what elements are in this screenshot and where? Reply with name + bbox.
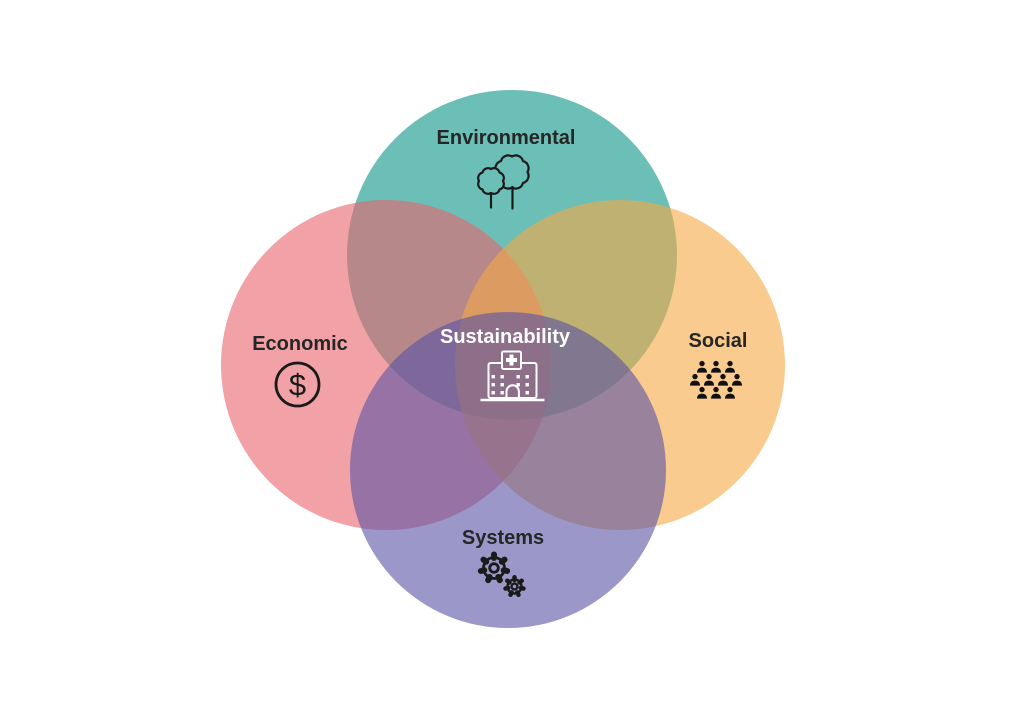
trees-icon xyxy=(477,154,530,210)
sustainability-label: Sustainability xyxy=(440,326,571,348)
dollar-coin-icon: $ xyxy=(274,361,321,408)
hospital-door xyxy=(505,384,520,398)
venn-circles xyxy=(221,90,785,628)
hospital-building-icon xyxy=(480,350,545,402)
economic-label: Economic xyxy=(252,333,348,355)
social-label: Social xyxy=(689,330,748,352)
coin-circle xyxy=(274,361,321,408)
systems-circle xyxy=(350,312,666,628)
environmental-label: Environmental xyxy=(437,127,576,149)
tree-canopy-front xyxy=(477,167,505,195)
dollar-sign: $ xyxy=(289,368,306,403)
gear-small-hole xyxy=(510,582,519,591)
hospital-cross xyxy=(506,354,517,366)
systems-label: Systems xyxy=(462,527,544,549)
gear-small-body xyxy=(506,578,523,595)
gear-large-body xyxy=(482,556,506,580)
gear-large-hole xyxy=(488,562,500,574)
gears-icon xyxy=(477,551,526,598)
hospital-windows xyxy=(491,375,529,395)
